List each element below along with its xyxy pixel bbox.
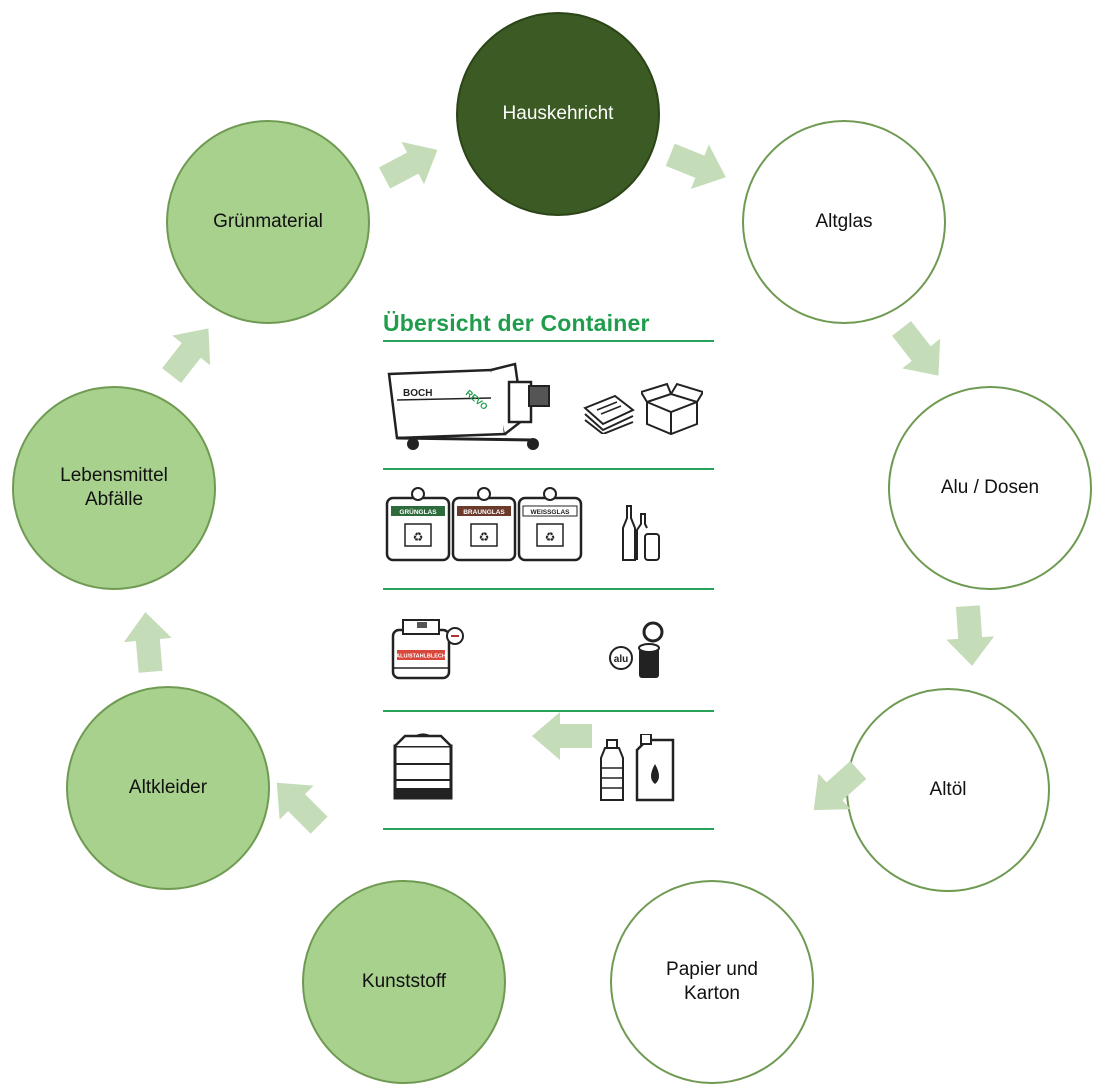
node-label: Altöl	[929, 779, 967, 800]
svg-text:♻: ♻	[545, 530, 556, 544]
node-altoel: Altöl	[846, 688, 1050, 892]
node-gruenmaterial: Grünmaterial	[166, 120, 370, 324]
press-brand: BOCH	[403, 388, 432, 399]
divider	[383, 340, 714, 342]
node-label: Kunststoff	[361, 971, 447, 992]
arrow-icon	[532, 712, 592, 760]
panel-title: Übersicht der Container	[383, 310, 650, 336]
node-alu-dosen: Alu / Dosen	[888, 386, 1092, 590]
svg-text:♻: ♻	[413, 530, 424, 544]
node-label: Altglas	[815, 211, 873, 232]
alu-icon-text: alu	[614, 654, 628, 665]
svg-text:♻: ♻	[479, 530, 490, 544]
arrow-icon	[121, 610, 174, 674]
container-overview-panel: Übersicht der Container BOCH REVO GRÜNGL	[383, 310, 717, 830]
arrow-icon	[661, 133, 735, 200]
glass-label: WEISSGLAS	[530, 509, 570, 516]
node-label: Alu / Dosen	[940, 477, 1040, 498]
alu-label: ALU/STAHLBLECH	[396, 654, 446, 660]
bottles-icon	[622, 505, 660, 561]
node-altglas: Altglas	[742, 120, 946, 324]
arrow-icon	[798, 752, 875, 828]
node-hauskehricht: Hauskehricht	[456, 12, 660, 216]
arrow-icon	[883, 314, 958, 391]
alu-cans-icon: alu	[609, 621, 664, 678]
arrow-icon	[260, 766, 336, 842]
divider	[383, 710, 714, 712]
node-label: Hauskehricht	[502, 103, 614, 124]
glass-containers-illustration: GRÜNGLAS ♻ BRAUNGLAS ♻ WEISSGLAS ♻	[385, 487, 583, 562]
divider	[383, 588, 714, 590]
paper-stack-icon	[583, 394, 635, 434]
node-label: Lebensmittel Abfälle	[60, 465, 168, 510]
arrow-icon	[373, 129, 449, 200]
cardboard-box-icon	[641, 382, 703, 436]
arrow-icon	[944, 604, 996, 667]
node-papier-karton: Papier und Karton	[610, 880, 814, 1084]
glass-label: BRAUNGLAS	[463, 509, 505, 516]
plastic-container-illustration	[393, 733, 453, 800]
node-lebensmittel: Lebensmittel Abfälle	[12, 386, 216, 590]
node-kunststoff: Kunststoff	[302, 880, 506, 1084]
press-container-illustration: BOCH REVO	[387, 362, 550, 450]
oil-canister-icon	[635, 734, 675, 802]
node-label: Papier und Karton	[666, 959, 758, 1004]
glass-label: GRÜNGLAS	[399, 507, 437, 516]
divider	[383, 468, 714, 470]
node-label: Altkleider	[128, 777, 208, 798]
alu-container-illustration: ALU/STAHLBLECH	[391, 619, 464, 680]
node-altkleider: Altkleider	[66, 686, 270, 890]
node-label: Grünmaterial	[213, 211, 323, 232]
pet-bottle-icon	[600, 739, 624, 801]
divider	[383, 828, 714, 830]
arrow-icon	[153, 314, 228, 391]
